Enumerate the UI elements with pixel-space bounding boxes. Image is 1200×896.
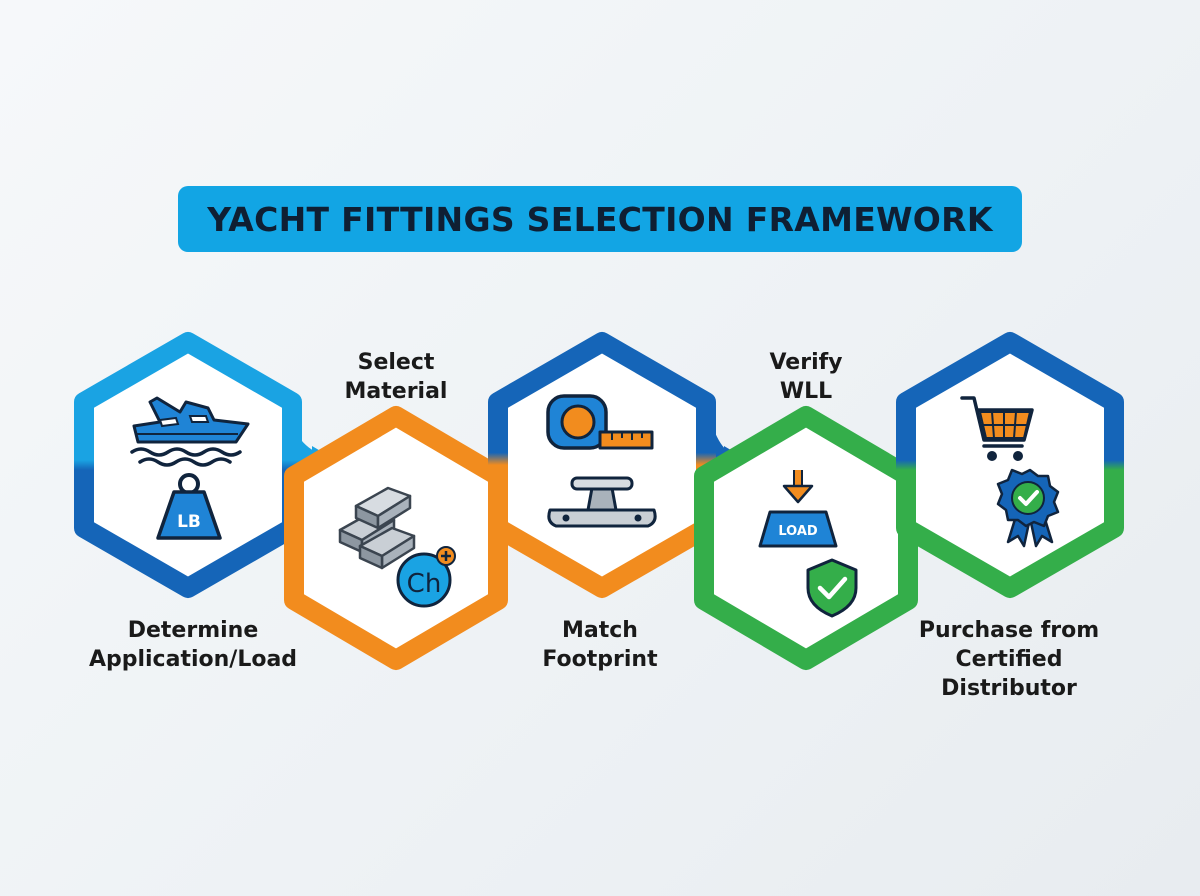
metal-ingots-icon: [338, 486, 416, 570]
certified-badge-icon: [996, 468, 1060, 548]
step-3-label-line-1: Match: [562, 618, 638, 643]
step-3-label-line-2: Footprint: [542, 647, 658, 672]
title-banner: YACHT FITTINGS SELECTION FRAMEWORK: [178, 186, 1022, 252]
step-1-label-line-1: Determine: [127, 618, 259, 643]
step-1-label: Determine Application/Load: [88, 616, 298, 674]
step-5-label: Purchase from Certified Distributor: [904, 616, 1114, 703]
chemical-element-label: Ch: [407, 569, 442, 599]
weight-lb-icon: LB: [156, 473, 222, 540]
weight-lb-label: LB: [177, 512, 201, 532]
step-5-label-line-3: Distributor: [941, 676, 1077, 701]
step-1-hexagon: [74, 332, 302, 598]
step-1-label-line-2: Application/Load: [88, 647, 298, 672]
load-weight-label: LOAD: [778, 524, 818, 539]
yacht-icon: [130, 396, 250, 467]
step-4-label-line-2: WLL: [779, 379, 833, 404]
step-2-label-line-1: Select: [357, 350, 435, 375]
step-4-label: Verify WLL: [746, 348, 866, 406]
shield-check-icon: [806, 558, 858, 618]
shopping-cart-icon: [960, 396, 1034, 461]
step-5-label-line-1: Purchase from: [918, 618, 1100, 643]
tape-measure-icon: [546, 394, 654, 450]
page-title: YACHT FITTINGS SELECTION FRAMEWORK: [207, 199, 993, 239]
step-5-label-line-2: Certified: [955, 647, 1063, 672]
step-5-hexagon: [896, 332, 1124, 598]
step-3-hexagon: [488, 332, 716, 598]
step-2-label: Select Material: [316, 348, 476, 406]
load-weight-icon: LOAD: [758, 470, 838, 548]
chemical-element-icon: Ch: [396, 546, 456, 608]
step-4-label-line-1: Verify: [769, 350, 843, 375]
step-3-label: Match Footprint: [520, 616, 680, 674]
deck-cleat-icon: [547, 476, 657, 528]
step-2-label-line-2: Material: [344, 379, 448, 404]
